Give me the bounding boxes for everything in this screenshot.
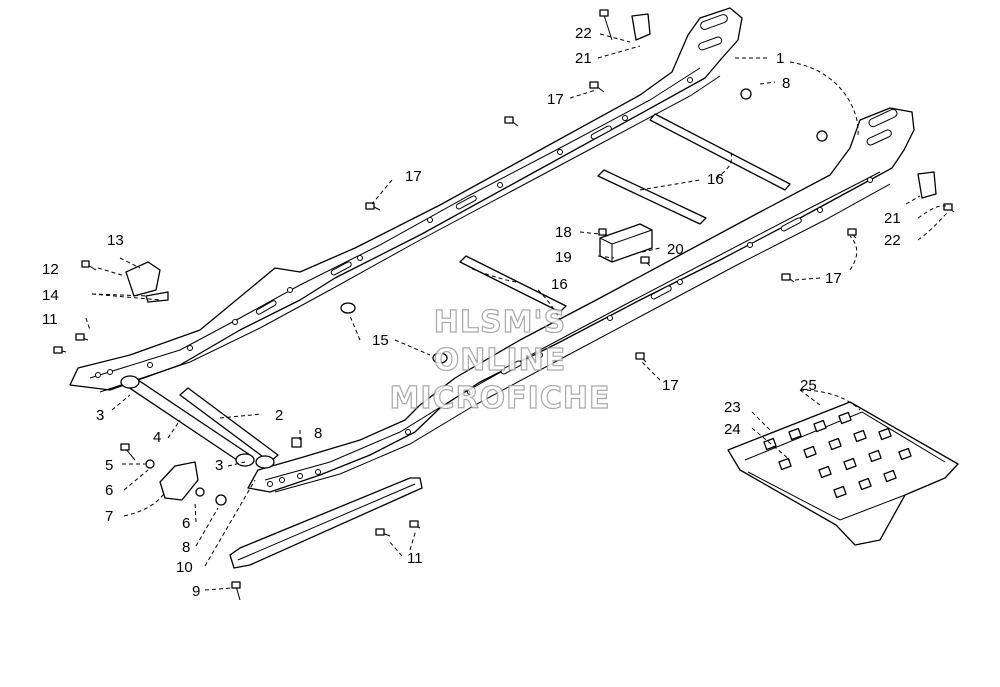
callout-23: 23 bbox=[724, 399, 741, 416]
callout-3a: 3 bbox=[96, 407, 104, 424]
callouts: 1 2 3 3 4 5 6 6 7 8 8 8 9 10 11 11 12 13… bbox=[42, 25, 901, 600]
watermark-line-1: HLSM'S bbox=[434, 305, 566, 340]
hyfax-wear-strip bbox=[229, 477, 423, 569]
callout-18: 18 bbox=[555, 224, 572, 241]
leader-lines bbox=[85, 33, 949, 591]
watermark-line-2: ONLINE bbox=[434, 343, 567, 378]
callout-22b: 22 bbox=[884, 232, 901, 249]
callout-21a: 21 bbox=[575, 50, 592, 67]
callout-25: 25 bbox=[800, 377, 817, 394]
callout-5: 5 bbox=[105, 457, 113, 474]
callout-13: 13 bbox=[107, 232, 124, 249]
bolts bbox=[53, 9, 955, 601]
callout-16b: 16 bbox=[551, 276, 568, 293]
callout-19: 19 bbox=[555, 249, 572, 266]
rail-holes-front bbox=[267, 177, 873, 487]
rear-slide-rail bbox=[69, 7, 743, 393]
callout-17a: 17 bbox=[547, 91, 564, 108]
callout-21b: 21 bbox=[884, 210, 901, 227]
callout-24: 24 bbox=[724, 421, 741, 438]
callout-11a: 11 bbox=[42, 311, 58, 328]
track-section bbox=[727, 401, 959, 546]
callout-3b: 3 bbox=[215, 457, 223, 474]
callout-12: 12 bbox=[42, 261, 59, 278]
callout-2: 2 bbox=[275, 407, 283, 424]
callout-8b: 8 bbox=[314, 425, 322, 442]
callout-17b: 17 bbox=[405, 168, 422, 185]
callout-20: 20 bbox=[667, 241, 684, 258]
callout-6b: 6 bbox=[182, 515, 190, 532]
rail-holes-rear bbox=[95, 77, 693, 378]
callout-10: 10 bbox=[176, 559, 193, 576]
callout-7: 7 bbox=[105, 508, 113, 525]
watermark: HLSM'S ONLINE MICROFICHE bbox=[389, 304, 611, 416]
callout-22a: 22 bbox=[575, 25, 592, 42]
callout-17d: 17 bbox=[662, 377, 679, 394]
callout-11b: 11 bbox=[407, 550, 423, 567]
front-slide-rail bbox=[247, 107, 915, 493]
callout-15: 15 bbox=[372, 332, 389, 349]
cross-shafts bbox=[120, 113, 791, 469]
callout-1: 1 bbox=[776, 50, 784, 67]
callout-8a: 8 bbox=[782, 75, 790, 92]
callout-14: 14 bbox=[42, 287, 59, 304]
callout-9: 9 bbox=[192, 583, 200, 600]
track-lugs bbox=[763, 411, 912, 499]
callout-17c: 17 bbox=[825, 270, 842, 287]
callout-8c: 8 bbox=[182, 539, 190, 556]
callout-16a: 16 bbox=[707, 171, 724, 188]
callout-6a: 6 bbox=[105, 482, 113, 499]
callout-4: 4 bbox=[153, 429, 161, 446]
hardware bbox=[125, 13, 937, 506]
watermark-line-3: MICROFICHE bbox=[390, 381, 611, 416]
